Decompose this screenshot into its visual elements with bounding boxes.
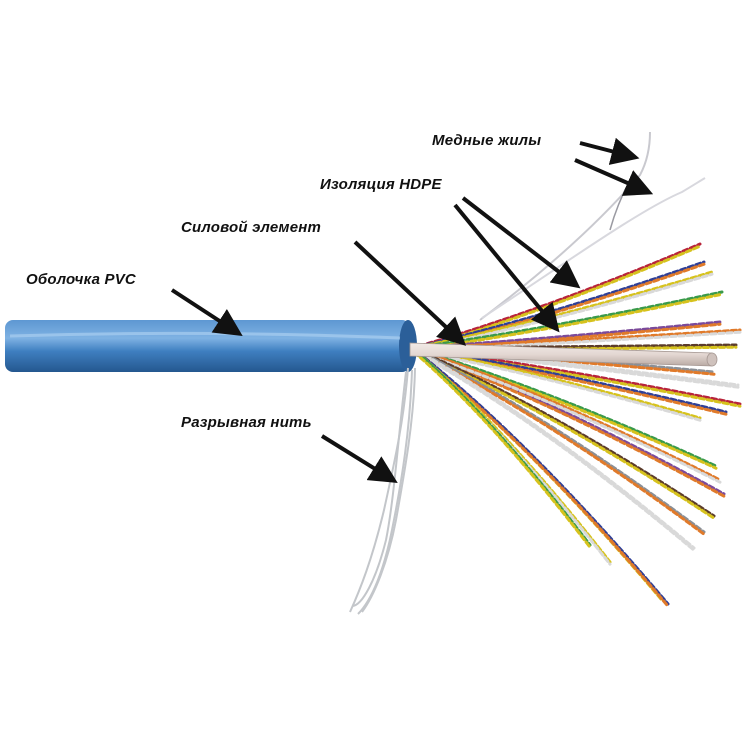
pvc-jacket bbox=[5, 320, 417, 372]
wire-strand bbox=[410, 348, 592, 549]
arrow-strength bbox=[353, 240, 467, 346]
arrow-hdpe-2 bbox=[453, 203, 560, 333]
arrow-jacket bbox=[170, 288, 243, 337]
label-rip-cord: Разрывная нить bbox=[181, 414, 312, 431]
label-strength-member: Силовой элемент bbox=[181, 219, 322, 236]
arrow-copper-2 bbox=[574, 158, 654, 196]
wire-strand bbox=[410, 346, 696, 550]
twisted-pair-bundles bbox=[410, 242, 742, 608]
label-pvc-jacket: Оболочка PVC bbox=[26, 271, 136, 288]
arrow-copper-1 bbox=[579, 137, 640, 165]
wire-strand bbox=[410, 346, 706, 534]
wire-strand bbox=[410, 346, 716, 518]
rip-cord bbox=[349, 367, 416, 615]
arrow-hdpe-1 bbox=[461, 196, 581, 289]
copper-conductors bbox=[479, 131, 706, 321]
callout-arrows bbox=[170, 137, 654, 483]
wire-strand bbox=[410, 346, 722, 482]
arrow-ripcord bbox=[320, 434, 398, 483]
wire-strand bbox=[410, 348, 696, 552]
label-hdpe-insulation: Изоляция HDPE bbox=[320, 176, 442, 193]
wire-strand bbox=[410, 346, 718, 468]
label-copper-conductors: Медные жилы bbox=[432, 132, 542, 149]
strength-member bbox=[409, 342, 718, 367]
